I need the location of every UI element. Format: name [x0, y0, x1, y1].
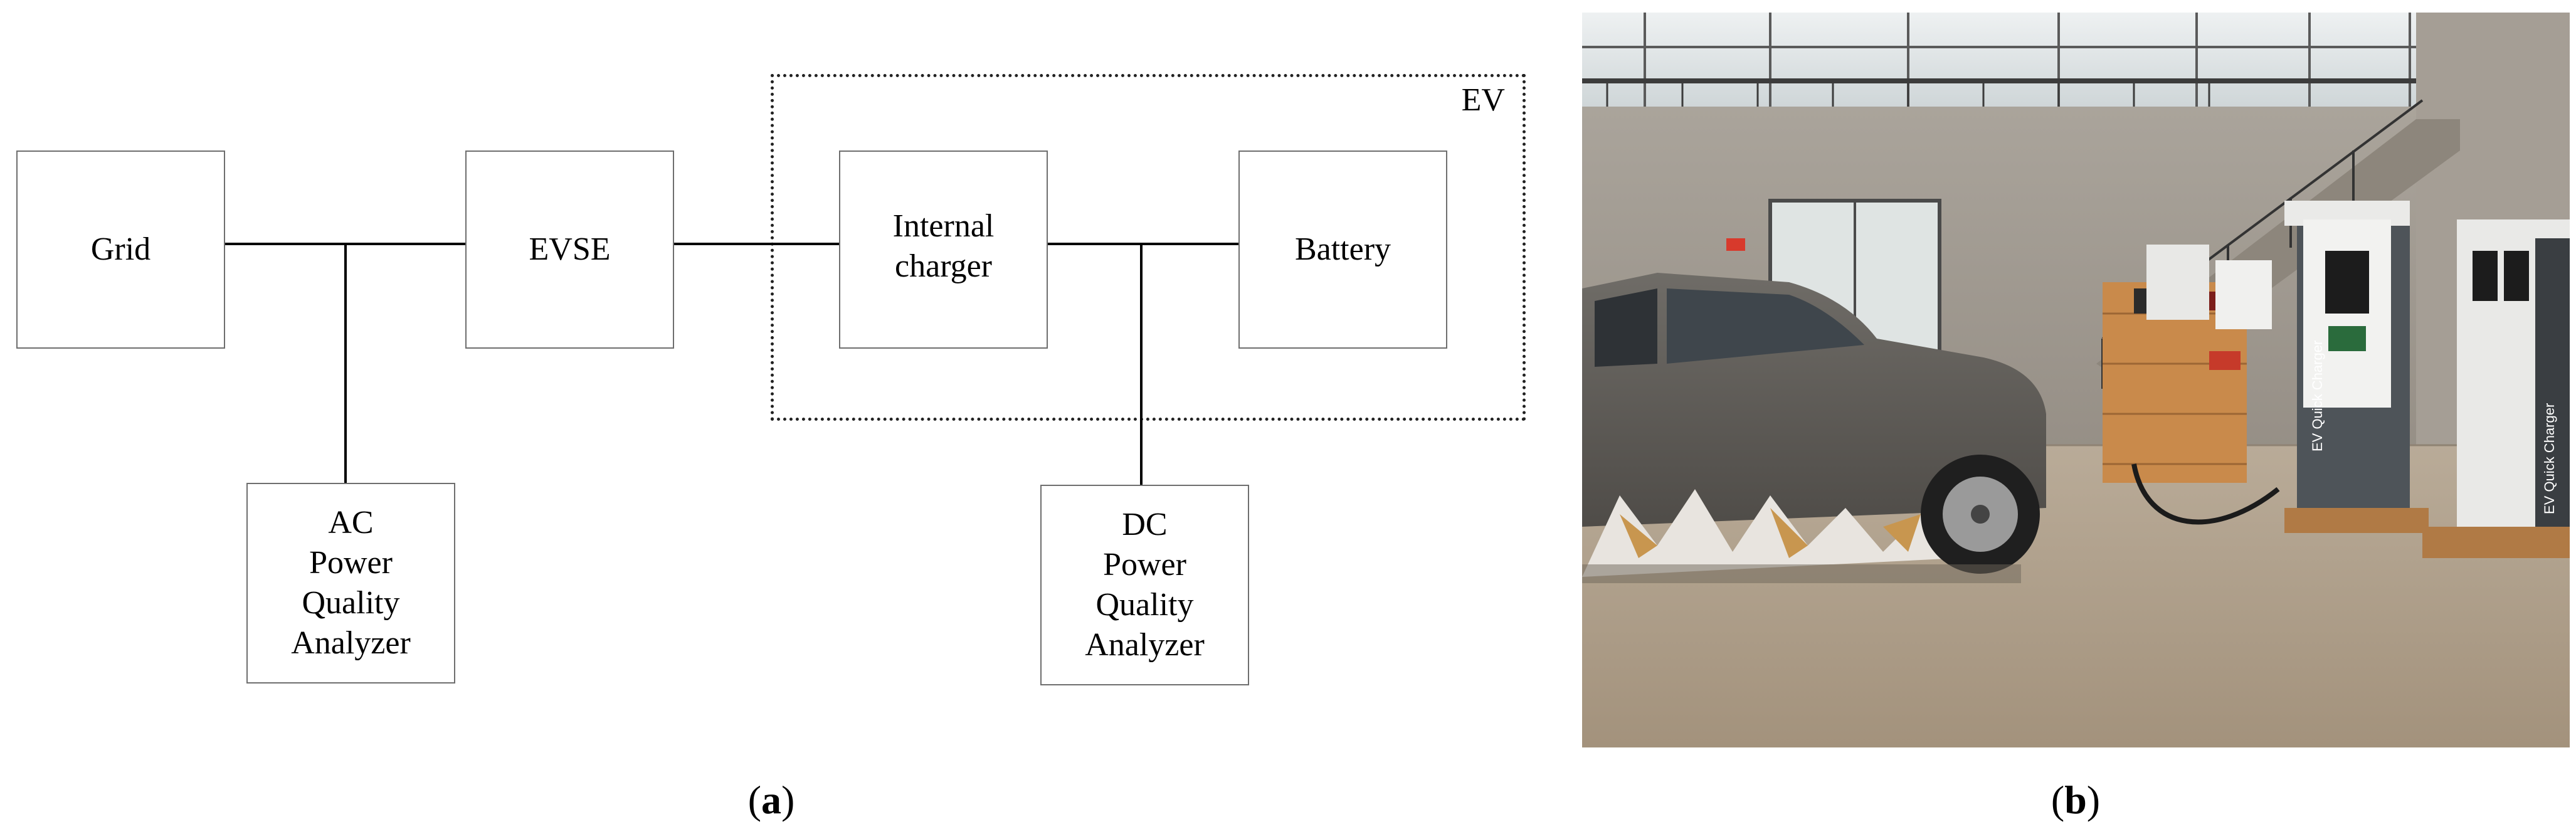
grid-block: Grid — [16, 150, 225, 349]
internal-charger-block: Internal charger — [839, 150, 1048, 349]
internal-charger-label-line2: charger — [895, 248, 992, 284]
caption-a-letter: a — [761, 778, 781, 822]
dc-power-quality-analyzer-block: DC Power Quality Analyzer — [1040, 485, 1249, 685]
ev-label: EV — [1461, 82, 1505, 118]
ac-analyzer-line2: Power — [309, 545, 393, 581]
wire-dc-tap — [1140, 243, 1143, 485]
wire-charger-battery — [1047, 243, 1238, 245]
ac-power-quality-analyzer-block: AC Power Quality Analyzer — [246, 483, 455, 684]
dc-analyzer-line4: Analyzer — [1085, 627, 1205, 663]
caption-a: (a) — [747, 778, 795, 822]
charger-2-text: EV Quick Charger — [2542, 403, 2557, 514]
ac-analyzer-line4: Analyzer — [291, 625, 411, 661]
ev-boundary — [771, 74, 1526, 421]
caption-b: (b) — [2051, 778, 2101, 822]
charger-1-text: EV Quick Charger — [2309, 340, 2325, 451]
dc-analyzer-line3: Quality — [1095, 587, 1194, 623]
grid-label: Grid — [90, 231, 151, 267]
battery-block: Battery — [1238, 150, 1447, 349]
evse-block: EVSE — [465, 150, 674, 349]
ac-analyzer-line1: AC — [328, 505, 374, 541]
wire-ac-tap — [344, 243, 347, 483]
photo-illustration: EV Quick Charger EV Quick Charger — [1582, 13, 2570, 747]
wire-evse-charger — [673, 243, 839, 245]
internal-charger-label-line1: Internal — [892, 208, 995, 244]
caption-b-letter: b — [2064, 778, 2087, 822]
evse-label: EVSE — [529, 231, 611, 267]
dc-analyzer-line2: Power — [1103, 547, 1186, 583]
ac-analyzer-line3: Quality — [302, 585, 400, 621]
ev-charging-photo: EV Quick Charger EV Quick Charger — [1582, 13, 2570, 747]
battery-label: Battery — [1294, 231, 1391, 267]
dc-analyzer-line1: DC — [1122, 507, 1168, 542]
